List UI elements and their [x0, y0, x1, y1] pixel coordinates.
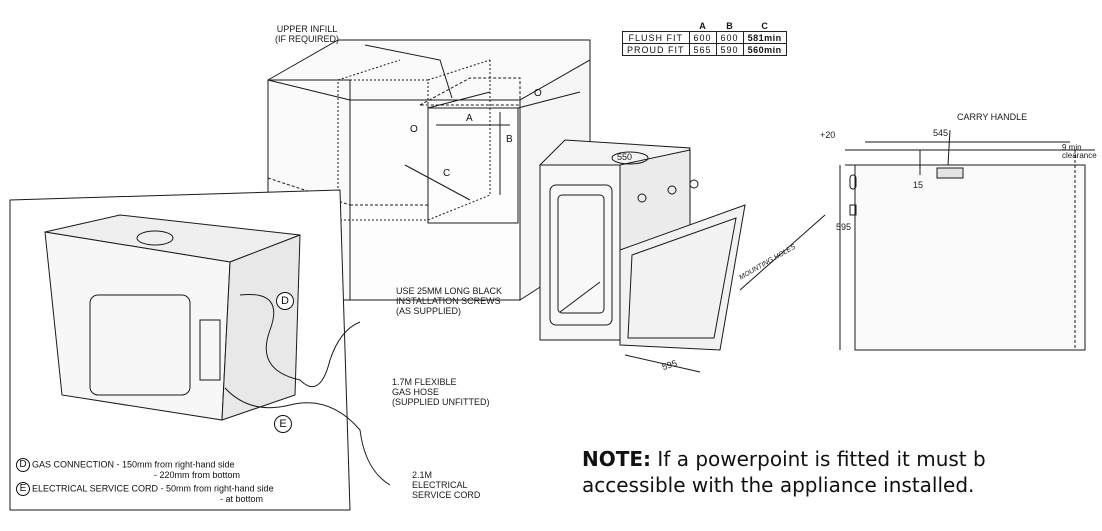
- note-text-line-1: If a powerpoint is fitted it must b: [657, 447, 986, 471]
- table-cell: 600: [688, 31, 717, 44]
- clearance-label: 9 min clearance: [1062, 143, 1097, 160]
- note-label: NOTE:: [582, 447, 652, 471]
- carry-handle-label: CARRY HANDLE: [957, 112, 1028, 122]
- table-header-cell: A: [699, 20, 706, 31]
- callout-d: D: [276, 292, 294, 310]
- table-header-cell: [623, 20, 690, 32]
- callout-e: E: [274, 415, 292, 433]
- oven-side-view-drawing: [839, 129, 1095, 351]
- table-cell: 581min: [742, 31, 787, 44]
- fit-dimensions-table: A B C FLUSH FIT 600 600 581min PROUD FIT…: [622, 20, 787, 56]
- clearance-letter-o-left: O: [410, 124, 418, 135]
- side-dim-545: 545: [933, 128, 949, 138]
- legend-sub-electrical-cord: - at bottom: [220, 494, 264, 504]
- upper-infill-label: UPPER INFILL (IF REQUIRED): [275, 24, 339, 44]
- dimension-letter-c: C: [443, 168, 451, 179]
- table-cell: PROUD FIT: [622, 43, 690, 56]
- clearance-letter-o-right: O: [534, 88, 542, 99]
- table-cell: 565: [688, 43, 717, 56]
- side-dim-15: 15: [913, 180, 924, 190]
- table-header-cell: C: [761, 20, 768, 31]
- dimension-letter-b: B: [506, 134, 513, 145]
- screws-note: USE 25mm LONG BLACK INSTALLATION SCREWS …: [396, 286, 503, 316]
- table-header-cell: B: [726, 20, 733, 31]
- rear-view-panel: [9, 189, 391, 511]
- table-row: PROUD FIT 565 590 560min: [622, 43, 787, 56]
- side-dim-plus20: +20: [820, 130, 836, 140]
- table-cell: FLUSH FIT: [622, 31, 690, 44]
- oven-door-open-drawing: [538, 139, 826, 373]
- oven-dim-top: 550: [617, 152, 633, 162]
- table-cell: 600: [715, 31, 744, 44]
- service-cord-label: 2.1m ELECTRICAL SERVICE CORD: [412, 470, 481, 500]
- table-cell: 590: [715, 43, 744, 56]
- powerpoint-note: NOTE: If a powerpoint is fitted it must …: [582, 446, 986, 498]
- legend-text: ELECTRICAL SERVICE CORD - 50mm from righ…: [32, 483, 274, 494]
- gas-hose-label: 1.7m FLEXIBLE GAS HOSE (SUPPLIED UNFITTE…: [392, 377, 490, 407]
- table-cell: 560min: [742, 43, 787, 56]
- note-line-2: accessible with the appliance installed.: [582, 473, 975, 497]
- side-dim-595: 595: [836, 222, 852, 232]
- note-line-1: NOTE: If a powerpoint is fitted it must …: [582, 446, 986, 472]
- legend-marker-d: D: [16, 458, 30, 472]
- legend-marker-e: E: [16, 482, 30, 496]
- legend-text: GAS CONNECTION - 150mm from right-hand s…: [32, 459, 235, 470]
- table-header-row: A B C: [623, 20, 787, 32]
- table-row: FLUSH FIT 600 600 581min: [622, 31, 787, 44]
- dimension-letter-a: A: [466, 113, 473, 124]
- legend-sub-gas-connection: - 220mm from bottom: [154, 470, 241, 480]
